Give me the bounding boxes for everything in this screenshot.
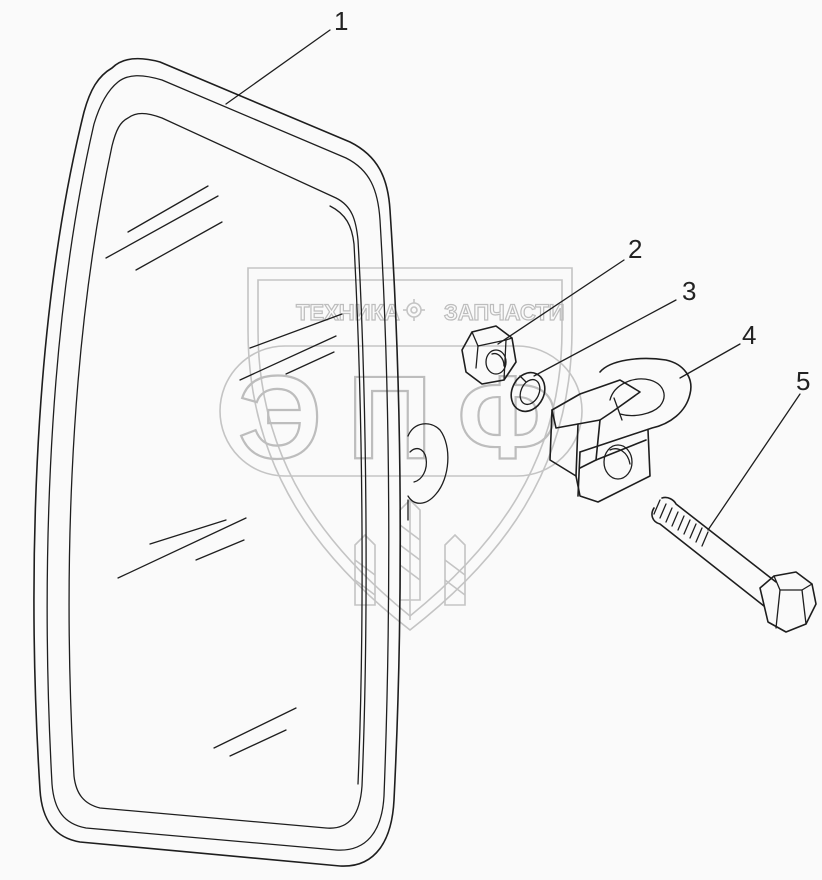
leader-lines — [225, 29, 801, 531]
leader-line-3 — [533, 299, 677, 377]
wheat-icon — [354, 498, 466, 620]
leader-line-4 — [679, 343, 741, 379]
watermark-right-word: ЗАПЧАСТИ — [444, 300, 565, 325]
watermark-banner — [219, 345, 583, 477]
leader-line-2 — [497, 259, 625, 345]
callout-3: 3 — [682, 276, 696, 306]
mirror-frame-middle — [46, 75, 390, 851]
nut-part-2 — [461, 325, 517, 385]
mirror-part-1 — [33, 57, 449, 867]
gear-icon — [403, 299, 425, 321]
leader-line-1 — [225, 29, 331, 105]
callout-5: 5 — [796, 366, 810, 396]
bolt-part-5 — [651, 496, 817, 633]
callout-1: 1 — [334, 6, 348, 36]
bolt-threads — [653, 499, 709, 547]
mirror-frame-outer — [33, 57, 402, 867]
watermark-shield — [247, 267, 573, 632]
washer-part-3 — [510, 371, 546, 413]
glass-reflection — [105, 185, 343, 757]
callout-labels: 1 2 3 4 5 — [334, 6, 810, 396]
callout-4: 4 — [742, 320, 756, 350]
watermark-left-word: ТЕХНИКА — [296, 300, 400, 325]
mirror-glass-edge — [68, 112, 367, 829]
watermark-logo: ТЕХНИКА ЗАПЧАСТИ ЭПФ — [219, 267, 583, 632]
clamp-part-4 — [549, 357, 692, 503]
mirror-mount-stud — [407, 423, 449, 521]
leader-line-5 — [707, 393, 801, 531]
callout-2: 2 — [628, 234, 642, 264]
